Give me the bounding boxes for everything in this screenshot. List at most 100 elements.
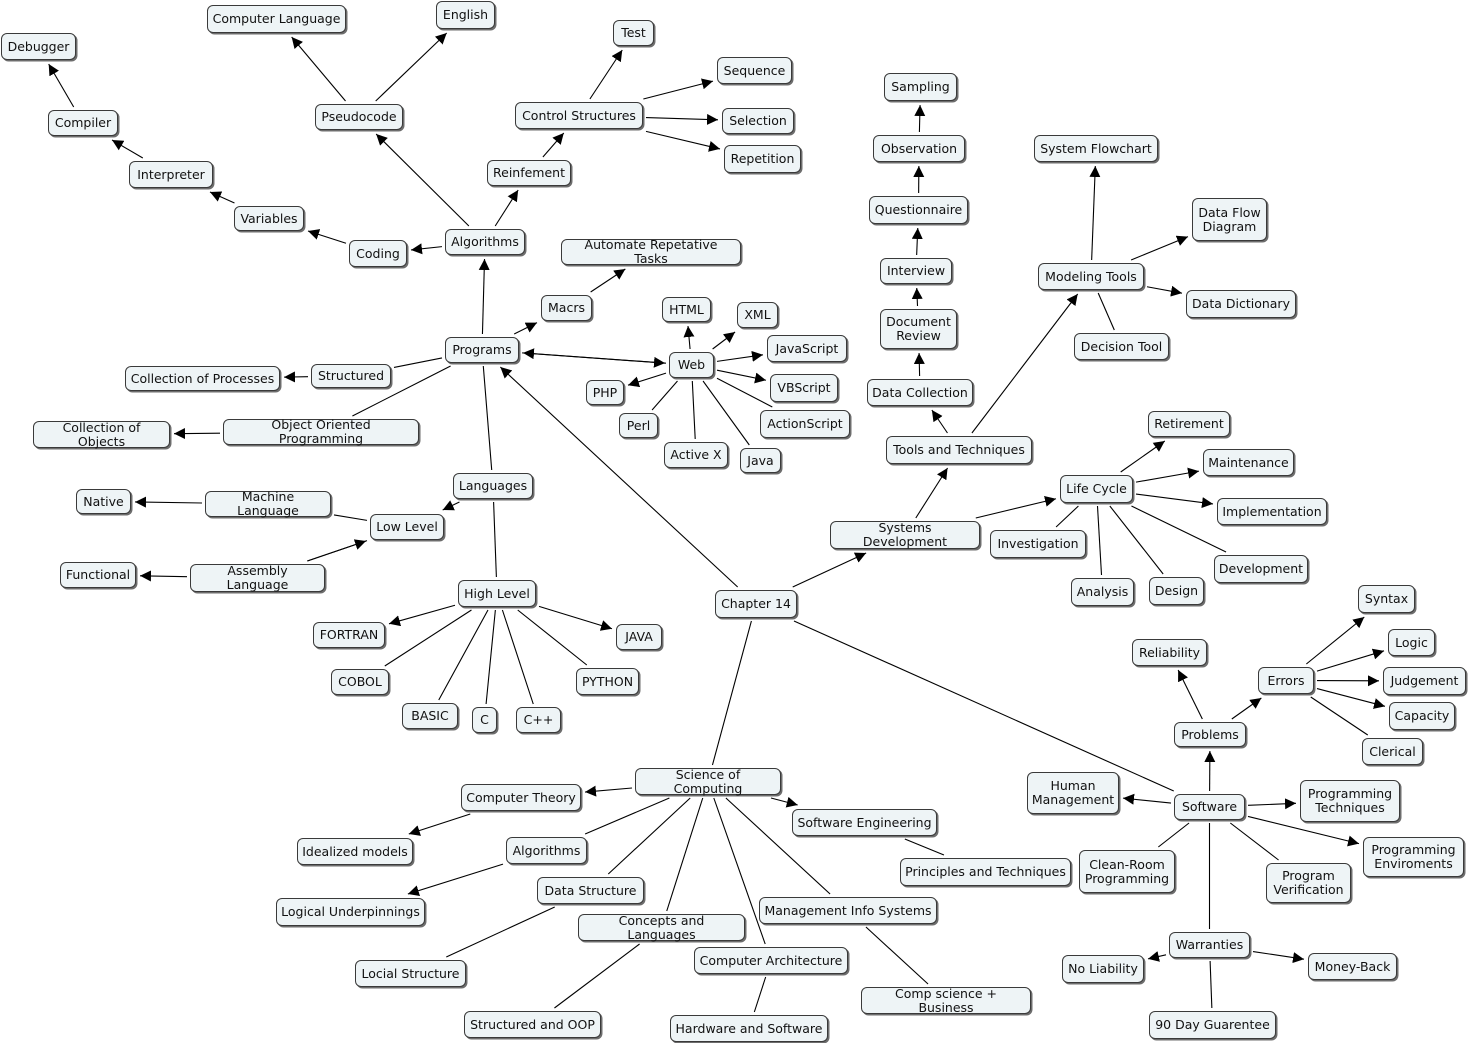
- link-pseudocode-to-english: [375, 32, 448, 102]
- node-sampling: Sampling: [884, 73, 957, 101]
- node-macrs: Macrs: [541, 295, 592, 321]
- node-data-collection: Data Collection: [867, 379, 973, 406]
- link-science-computing-to-algorithms-sc: [584, 797, 670, 835]
- node-activex: Active X: [664, 442, 728, 468]
- node-structured-oop: Structured and OOP: [464, 1011, 601, 1038]
- node-coding: Coding: [349, 240, 407, 267]
- node-functional: Functional: [60, 562, 136, 588]
- node-no-liability: No Liability: [1062, 955, 1144, 983]
- node-program-verification: Program Verification: [1266, 863, 1351, 903]
- link-observation-to-sampling: [914, 104, 926, 133]
- link-algorithms-top-to-coding: [410, 243, 443, 255]
- link-control-structures-to-test: [589, 49, 623, 100]
- node-oop: Object Oriented Programming: [223, 418, 419, 446]
- node-vbscript: VBScript: [770, 374, 838, 402]
- link-life-cycle-to-retirement: [1120, 440, 1166, 473]
- link-algorithms-top-to-reinfement: [494, 189, 519, 227]
- link-web-to-javascript: [716, 350, 764, 362]
- node-capacity: Capacity: [1389, 702, 1455, 730]
- link-tools-techniques-to-modeling-tools: [971, 293, 1079, 434]
- link-problems-to-errors: [1231, 697, 1262, 720]
- link-languages-to-high-level: [493, 501, 497, 578]
- link-oop-to-collection-objects: [173, 428, 221, 440]
- node-mis: Management Info Systems: [759, 897, 937, 924]
- link-data-collection-to-document-review: [913, 352, 925, 377]
- node-computer-architecture: Computer Architecture: [694, 947, 848, 974]
- node-actionscript: ActionScript: [760, 410, 850, 438]
- link-modeling-tools-to-data-dictionary: [1146, 285, 1183, 297]
- node-observation: Observation: [873, 135, 965, 162]
- node-data-dictionary: Data Dictionary: [1186, 290, 1296, 318]
- node-web: Web: [669, 352, 714, 378]
- link-software-to-human-management: [1122, 793, 1172, 805]
- node-javascript: JavaScript: [767, 335, 847, 362]
- node-dfd: Data Flow Diagram: [1192, 198, 1267, 241]
- node-english: English: [436, 1, 495, 29]
- node-interpreter: Interpreter: [129, 161, 213, 188]
- link-assembly-to-functional: [139, 570, 188, 582]
- link-software-to-prog-techniques: [1247, 798, 1297, 810]
- node-warranties: Warranties: [1169, 932, 1250, 958]
- link-science-computing-to-mis: [725, 797, 831, 895]
- link-high-level-to-basic: [438, 609, 489, 701]
- link-high-level-to-cobol: [384, 609, 472, 667]
- node-money-back: Money-Back: [1308, 953, 1397, 980]
- node-analysis: Analysis: [1071, 578, 1134, 606]
- node-collection-processes: Collection of Processes: [125, 366, 280, 391]
- node-ninety-day: 90 Day Guarentee: [1149, 1011, 1276, 1039]
- node-prog-environments: Programming Enviroments: [1363, 837, 1464, 877]
- link-programs-to-algorithms-top: [478, 258, 490, 335]
- link-software-engineering-to-principles-techniques: [904, 838, 945, 856]
- node-cobol: COBOL: [331, 669, 389, 695]
- link-errors-to-logic: [1316, 648, 1385, 672]
- node-modeling-tools: Modeling Tools: [1038, 263, 1144, 290]
- node-comp-science-business: Comp science + Business: [861, 986, 1031, 1014]
- node-investigation: Investigation: [990, 530, 1086, 558]
- link-systems-development-to-life-cycle: [975, 495, 1057, 519]
- node-decision-tool: Decision Tool: [1074, 333, 1169, 360]
- node-basic: BASIC: [402, 703, 458, 729]
- node-selection: Selection: [722, 108, 794, 134]
- link-life-cycle-to-design: [1109, 505, 1164, 575]
- node-maintenance: Maintenance: [1203, 449, 1294, 476]
- link-pseudocode-to-computer-language: [291, 36, 346, 102]
- node-high-level: High Level: [458, 580, 536, 607]
- link-science-computing-to-computer-theory: [584, 785, 633, 797]
- link-high-level-to-fortran: [388, 604, 456, 627]
- link-systems-development-to-tools-techniques: [915, 467, 949, 519]
- link-high-level-to-cpp: [501, 609, 534, 705]
- link-chapter14-to-software: [793, 620, 1174, 792]
- node-php: PHP: [586, 380, 624, 405]
- node-cpp: C++: [516, 707, 561, 733]
- link-software-to-program-verification: [1230, 822, 1279, 861]
- link-life-cycle-to-maintenance: [1135, 467, 1200, 483]
- node-syntax: Syntax: [1358, 585, 1415, 613]
- node-science-computing: Science of Computing: [635, 767, 781, 795]
- node-pseudocode: Pseudocode: [315, 104, 403, 130]
- link-interpreter-to-compiler: [111, 139, 144, 159]
- link-control-structures-to-selection: [645, 113, 719, 125]
- node-problems: Problems: [1174, 722, 1246, 747]
- node-computer-theory: Computer Theory: [461, 784, 581, 811]
- node-software-engineering: Software Engineering: [792, 809, 937, 836]
- node-perl: Perl: [619, 413, 658, 438]
- link-reinfement-to-control-structures: [542, 132, 565, 158]
- link-modeling-tools-to-decision-tool: [1097, 292, 1115, 331]
- node-control-structures: Control Structures: [515, 102, 643, 129]
- link-modeling-tools-to-dfd: [1130, 235, 1189, 261]
- node-software: Software: [1174, 794, 1245, 820]
- link-life-cycle-to-investigation: [1055, 505, 1079, 528]
- link-computer-architecture-to-hardware-software: [753, 976, 767, 1013]
- link-warranties-to-money-back: [1252, 950, 1305, 964]
- node-idealized-models: Idealized models: [297, 838, 413, 865]
- link-high-level-to-java-hl: [538, 605, 613, 631]
- link-errors-to-syntax: [1306, 616, 1365, 665]
- link-chapter14-to-programs: [499, 366, 739, 588]
- node-logic: Logic: [1388, 629, 1435, 656]
- link-life-cycle-to-implementation: [1135, 493, 1214, 508]
- node-python: PYTHON: [576, 668, 639, 695]
- node-locial-structure: Locial Structure: [355, 960, 466, 987]
- node-development: Development: [1214, 555, 1308, 583]
- node-tools-techniques: Tools and Techniques: [886, 436, 1032, 464]
- link-control-structures-to-repetition: [645, 130, 721, 152]
